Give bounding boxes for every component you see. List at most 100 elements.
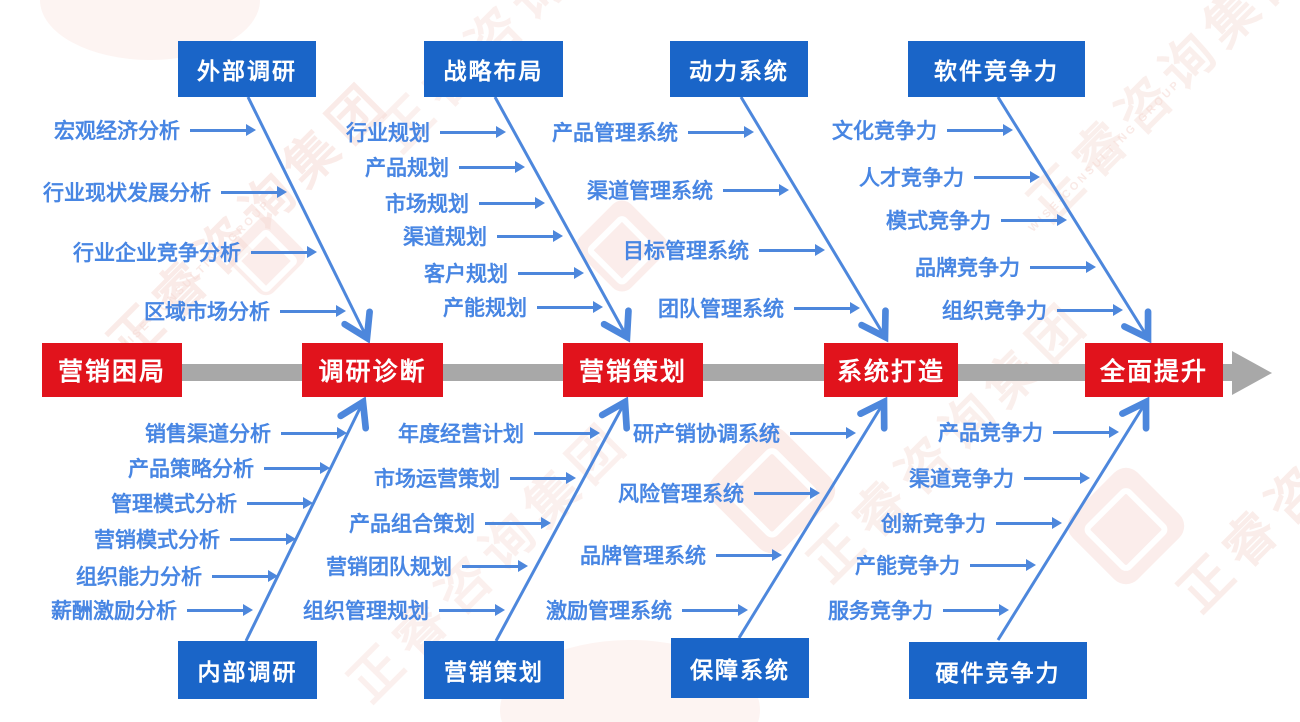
branch-item: 销售渠道分析 <box>145 417 347 449</box>
item-label: 渠道规划 <box>403 226 487 249</box>
arrow-head-icon <box>1086 261 1096 273</box>
item-label: 目标管理系统 <box>623 240 749 263</box>
category-box-software-competitiveness: 软件竞争力 <box>908 41 1085 97</box>
arrow-shaft <box>537 305 593 309</box>
arrow-head-icon <box>515 161 525 173</box>
arrow-shaft <box>970 563 1026 567</box>
category-box-internal-research: 内部调研 <box>178 641 317 699</box>
branch-item: 营销模式分析 <box>94 523 296 555</box>
item-label: 产品竞争力 <box>938 422 1043 445</box>
arrow-shaft <box>759 248 815 252</box>
arrow-head-icon <box>337 427 347 439</box>
branch-item: 团队管理系统 <box>658 292 860 324</box>
arrow-shaft <box>439 608 495 612</box>
item-label: 产能规划 <box>443 297 527 320</box>
arrow-shaft <box>221 190 277 194</box>
arrow-head-icon <box>846 427 856 439</box>
item-label: 销售渠道分析 <box>145 423 271 446</box>
arrow-shaft <box>518 271 574 275</box>
branch-item: 渠道管理系统 <box>587 174 789 206</box>
branch-item: 组织管理规划 <box>303 594 505 626</box>
branch-item: 品牌管理系统 <box>580 539 782 571</box>
arrow-shaft <box>485 521 541 525</box>
item-label: 模式竞争力 <box>886 210 991 233</box>
item-label: 产品组合策划 <box>349 513 475 536</box>
item-label: 客户规划 <box>424 263 508 286</box>
arrow-head-icon <box>566 472 576 484</box>
arrow-head-icon <box>1003 124 1013 136</box>
arrow-shaft <box>1024 476 1080 480</box>
arrow-shaft <box>251 250 307 254</box>
arrow-head-icon <box>1109 426 1119 438</box>
arrow-shaft <box>996 521 1052 525</box>
item-label: 创新竞争力 <box>881 513 986 536</box>
arrow-shaft <box>534 431 590 435</box>
spine-arrowhead-icon <box>1232 351 1272 395</box>
branch-item: 薪酬激励分析 <box>51 594 253 626</box>
arrow-head-icon <box>336 305 346 317</box>
item-label: 宏观经济分析 <box>54 120 180 143</box>
arrow-head-icon <box>1057 214 1067 226</box>
branch-item: 宏观经济分析 <box>54 114 256 146</box>
arrow-head-icon <box>495 604 505 616</box>
item-label: 区域市场分析 <box>144 301 270 324</box>
branch-item: 产品策略分析 <box>128 452 330 484</box>
branch-item: 产品竞争力 <box>938 416 1119 448</box>
arrow-shaft <box>974 175 1030 179</box>
arrow-shaft <box>281 431 337 435</box>
item-label: 组织管理规划 <box>303 600 429 623</box>
branch-item: 行业现状发展分析 <box>43 176 287 208</box>
arrow-shaft <box>247 501 303 505</box>
branch-item: 市场运营策划 <box>374 462 576 494</box>
arrow-shaft <box>212 574 268 578</box>
arrow-shaft <box>187 608 243 612</box>
arrow-head-icon <box>744 126 754 138</box>
arrow-shaft <box>1053 430 1109 434</box>
arrow-shaft <box>510 476 566 480</box>
item-label: 品牌管理系统 <box>580 545 706 568</box>
branch-item: 服务竞争力 <box>828 594 1009 626</box>
arrow-shaft <box>943 608 999 612</box>
arrow-head-icon <box>496 126 506 138</box>
item-label: 产品规划 <box>365 157 449 180</box>
arrow-head-icon <box>1030 171 1040 183</box>
arrow-shaft <box>723 188 779 192</box>
item-label: 文化竞争力 <box>832 120 937 143</box>
item-label: 行业规划 <box>346 122 430 145</box>
item-label: 薪酬激励分析 <box>51 600 177 623</box>
stage-box-marketing-dilemma: 营销困局 <box>42 343 182 397</box>
item-label: 市场运营策划 <box>374 468 500 491</box>
category-box-marketing-planning-bottom: 营销策划 <box>424 641 564 699</box>
branch-item: 产能竞争力 <box>855 549 1036 581</box>
arrow-shaft <box>190 128 246 132</box>
branch-item: 创新竞争力 <box>881 507 1062 539</box>
branch-item: 年度经营计划 <box>398 417 600 449</box>
arrow-shaft <box>790 431 846 435</box>
item-label: 行业现状发展分析 <box>43 182 211 205</box>
branch-item: 人才竞争力 <box>859 161 1040 193</box>
arrow-head-icon <box>574 267 584 279</box>
branch-item: 品牌竞争力 <box>915 251 1096 283</box>
arrow-head-icon <box>268 570 278 582</box>
branch-item: 市场规划 <box>385 187 545 219</box>
arrow-shaft <box>459 165 515 169</box>
arrow-head-icon <box>553 230 563 242</box>
arrow-shaft <box>462 564 518 568</box>
stage-box-research-diagnosis: 调研诊断 <box>302 343 443 397</box>
branch-item: 区域市场分析 <box>144 295 346 327</box>
arrow-head-icon <box>999 604 1009 616</box>
arrow-head-icon <box>243 604 253 616</box>
item-label: 产品管理系统 <box>552 122 678 145</box>
branch-item: 管理模式分析 <box>111 487 313 519</box>
arrow-head-icon <box>286 533 296 545</box>
item-label: 激励管理系统 <box>546 600 672 623</box>
branch-item: 行业规划 <box>346 116 506 148</box>
arrow-head-icon <box>307 246 317 258</box>
item-label: 品牌竞争力 <box>915 257 1020 280</box>
arrow-shaft <box>440 130 496 134</box>
branch-item: 渠道竞争力 <box>909 462 1090 494</box>
arrow-head-icon <box>738 604 748 616</box>
category-box-hardware-competitiveness: 硬件竞争力 <box>909 642 1087 699</box>
arrow-shaft <box>716 553 772 557</box>
item-label: 营销模式分析 <box>94 529 220 552</box>
